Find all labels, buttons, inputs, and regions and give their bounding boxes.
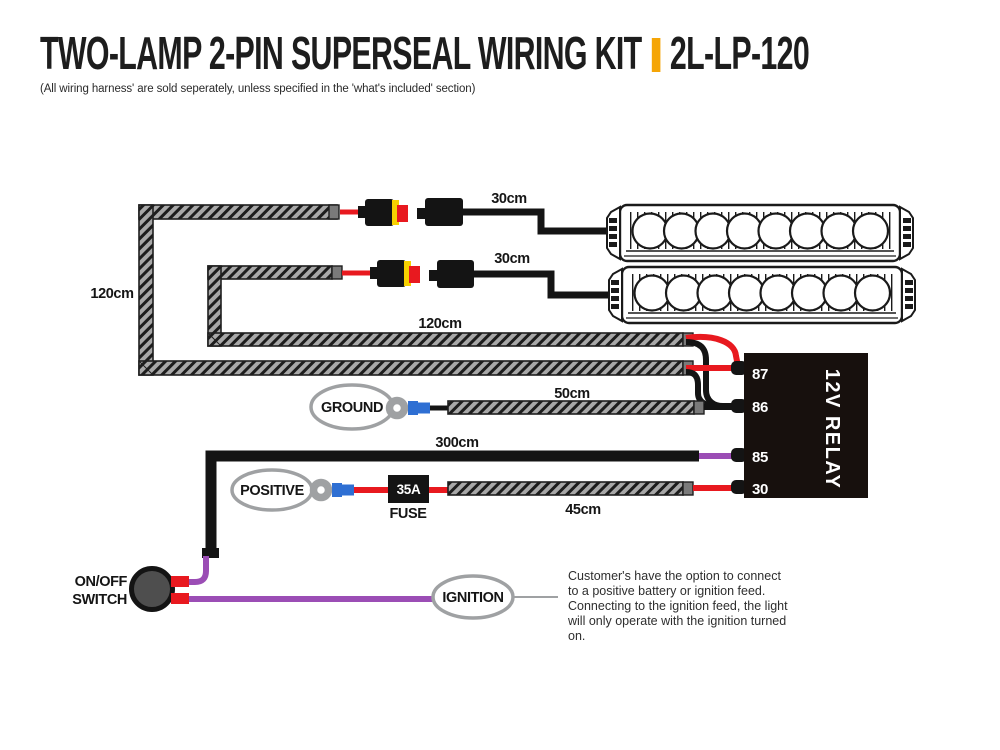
ground-label: GROUND <box>321 400 383 416</box>
fuse-assembly: 35A FUSE <box>354 475 734 522</box>
label-120cm-mid: 120cm <box>418 316 461 332</box>
lead-30cm-lamp1 <box>462 208 610 235</box>
subtitle: (All wiring harness' are sold seperately… <box>40 83 476 95</box>
superseal-connector-pair-1 <box>340 198 463 226</box>
ground-crimp <box>408 401 418 415</box>
page-title: TWO-LAMP 2-PIN SUPERSEAL WIRING KIT |2L-L… <box>40 27 810 79</box>
relay-pin-86: 86 <box>752 399 768 416</box>
relay: 87 86 85 30 12V RELAY <box>731 353 868 498</box>
positive-ring-terminal <box>309 478 333 502</box>
ground-terminal: GROUND <box>309 383 430 431</box>
braided-cable-lamp1-120cm <box>138 204 694 376</box>
label-30cm-lamp1: 30cm <box>491 191 527 207</box>
title-separator: | <box>652 38 661 72</box>
relay-pin-85: 85 <box>752 449 768 466</box>
light-bar-1 <box>607 205 913 261</box>
positive-terminal: POSITIVE <box>230 468 354 512</box>
relay-pin-87: 87 <box>752 366 768 383</box>
switch-cable-300cm <box>188 450 733 585</box>
label-50cm: 50cm <box>554 386 590 402</box>
ignition-terminal: IGNITION <box>431 574 558 620</box>
ground-lead-50cm <box>430 400 734 415</box>
fuse-box <box>388 475 429 503</box>
relay-title: 12V RELAY <box>821 369 843 490</box>
ignition-note: Customer's have the option to connect to… <box>568 569 788 643</box>
ground-ring-terminal <box>385 396 409 420</box>
braided-cable-lamp2-120cm <box>207 265 694 347</box>
on-off-switch <box>129 566 189 612</box>
lead-30cm-lamp2 <box>472 270 612 299</box>
switch-label-line1: ON/OFF <box>75 574 128 590</box>
label-45cm: 45cm <box>565 502 601 518</box>
relay-input-wires <box>685 334 741 409</box>
label-120cm-left: 120cm <box>90 286 133 302</box>
relay-pin-30: 30 <box>752 481 768 498</box>
header: TWO-LAMP 2-PIN SUPERSEAL WIRING KIT |2L-L… <box>40 30 1000 95</box>
positive-label: POSITIVE <box>240 483 304 499</box>
fuse-rating: 35A <box>397 482 421 497</box>
ignition-label: IGNITION <box>442 590 503 606</box>
positive-crimp <box>332 483 342 497</box>
label-30cm-lamp2: 30cm <box>494 251 530 267</box>
switch-label-line2: SWITCH <box>72 592 127 608</box>
title-text: TWO-LAMP 2-PIN SUPERSEAL WIRING KIT <box>40 27 642 79</box>
superseal-connector-pair-2 <box>342 260 474 288</box>
label-300cm: 300cm <box>435 435 478 451</box>
fuse-label: FUSE <box>389 506 427 522</box>
model-code: 2L-LP-120 <box>669 27 810 79</box>
light-bar-2 <box>609 267 915 323</box>
